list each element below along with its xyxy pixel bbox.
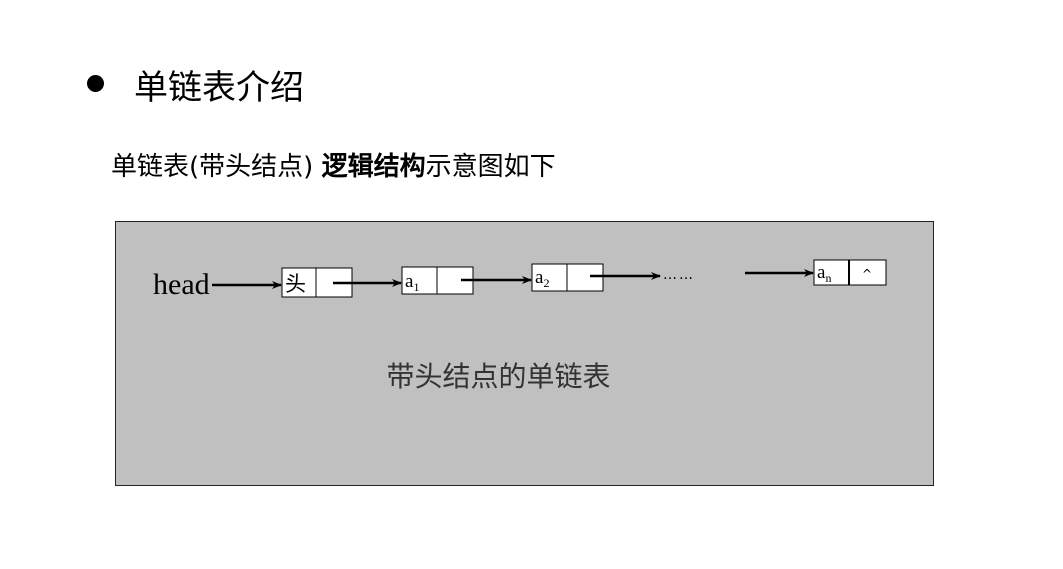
node-an: an ^ — [813, 259, 887, 286]
node-data: 头 — [285, 272, 306, 296]
intro-prefix: 单链表(带头结点) — [111, 152, 322, 182]
intro-bold: 逻辑结构 — [321, 152, 426, 182]
null-pointer: ^ — [862, 267, 872, 281]
page-title: 单链表介绍 — [134, 68, 304, 108]
bullet-icon — [87, 75, 104, 92]
ellipsis: …… — [663, 267, 695, 283]
node-data: a1 — [405, 271, 419, 294]
intro-text: 单链表(带头结点) 逻辑结构示意图如下 — [111, 146, 556, 183]
head-label: head — [153, 268, 210, 301]
node-data: an — [817, 262, 831, 285]
diagram-caption: 带头结点的单链表 — [386, 360, 611, 393]
node-data: a2 — [535, 267, 549, 290]
node-a2: a2 — [531, 263, 604, 292]
diagram-box — [115, 221, 934, 486]
pointer-arrows — [212, 269, 814, 289]
intro-suffix: 示意图如下 — [425, 152, 556, 182]
